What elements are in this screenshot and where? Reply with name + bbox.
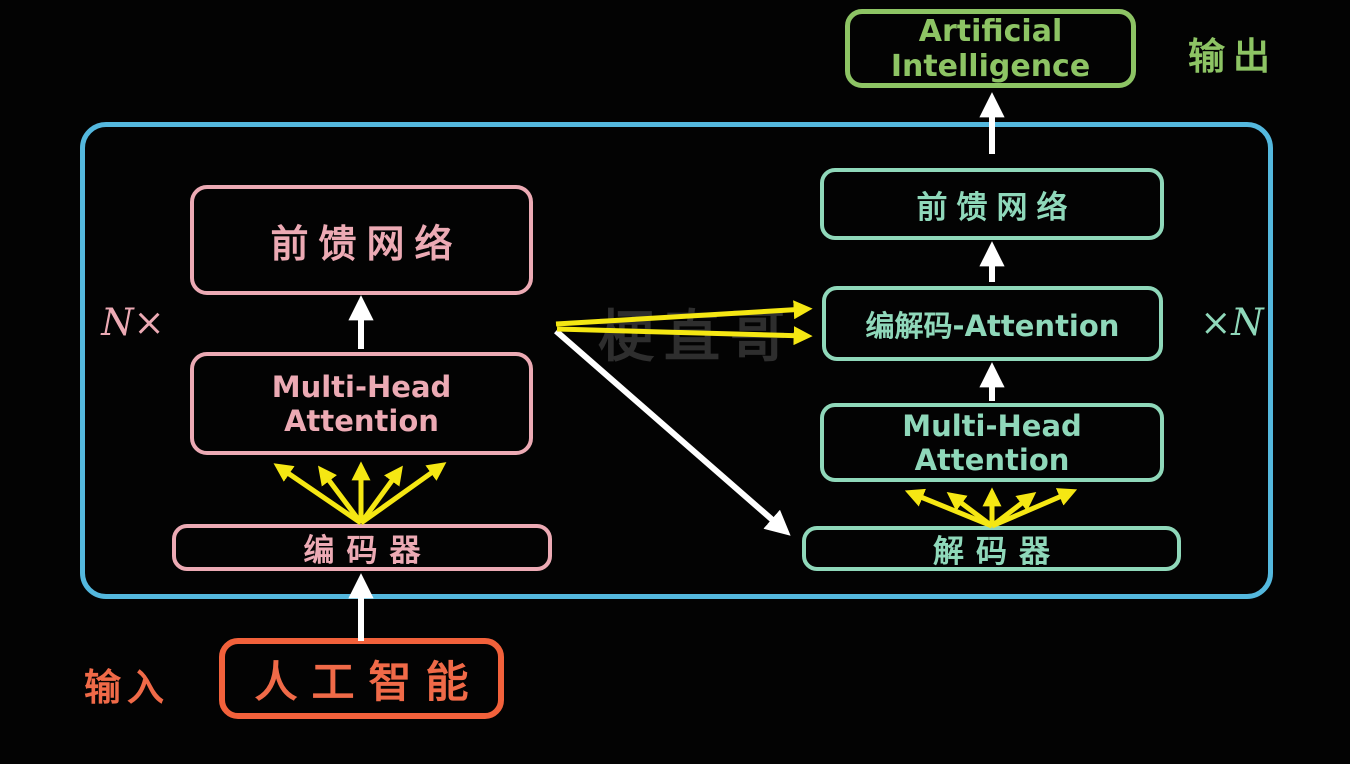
output-box-label: Artificial Intelligence: [890, 13, 1091, 84]
decoder-cross-attention-box: 编解码-Attention: [822, 286, 1163, 361]
encoder-multi-head-attention-box: Multi-Head Attention: [190, 352, 533, 455]
input-box: 人工智能: [219, 638, 504, 719]
decoder-multi-head-attention-box: Multi-Head Attention: [820, 403, 1164, 482]
encoder-feed-forward-label: 前馈网络: [270, 221, 463, 266]
input-side-label: 输入: [84, 666, 170, 709]
encoder-name-box: 编码器: [172, 524, 552, 571]
decoder-name-box: 解码器: [802, 526, 1181, 571]
output-box: Artificial Intelligence: [845, 9, 1136, 88]
decoder-feed-forward-box: 前馈网络: [820, 168, 1164, 240]
decoder-feed-forward-label: 前馈网络: [916, 189, 1077, 226]
encoder-multi-head-attention-label: Multi-Head Attention: [271, 369, 452, 438]
encoder-name-label: 编码器: [303, 533, 433, 569]
encoder-feed-forward-box: 前馈网络: [190, 185, 533, 295]
decoder-name-label: 解码器: [933, 534, 1062, 570]
decoder-multiplier-label: ×N: [1200, 301, 1264, 344]
decoder-cross-attention-label: 编解码-Attention: [865, 308, 1120, 343]
input-box-label: 人工智能: [254, 657, 483, 708]
outer-container: [80, 122, 1273, 599]
decoder-multi-head-attention-label: Multi-Head Attention: [902, 408, 1082, 477]
output-side-label: 输出: [1188, 35, 1278, 78]
encoder-multiplier-label: N×: [101, 301, 165, 344]
